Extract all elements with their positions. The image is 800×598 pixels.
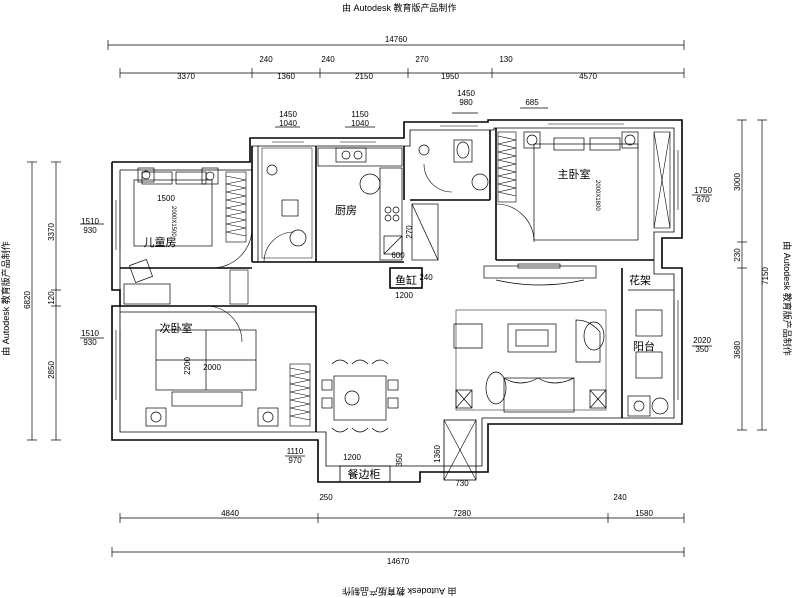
- dim-bot-seg-2: 7280: [453, 509, 471, 518]
- dim-kids-bed: 1500: [157, 194, 175, 203]
- dim-bot-gap-1: 250: [319, 493, 333, 502]
- dimension-lines: [27, 40, 767, 557]
- dim-right-inner-1: 3000: [733, 173, 742, 191]
- dim-1200-sideboard: 1200: [343, 453, 361, 462]
- watermark-top: 由 Autodesk 教育版产品制作: [342, 3, 457, 13]
- dim-top-gap-3: 270: [415, 55, 429, 64]
- dim-bot-gap-2: 240: [613, 493, 627, 502]
- dimension-text: 14760 3370 1360 2150 1950 4570 240 240 2…: [23, 35, 770, 566]
- dim-right-outer: 7150: [761, 267, 770, 285]
- room-kitchen-label: 厨房: [335, 204, 357, 217]
- dim-window-7-bottom: 670: [696, 195, 710, 204]
- dim-window-7-top: 1750: [694, 186, 712, 195]
- dim-window-9-bottom: 970: [288, 456, 302, 465]
- dim-240: 240: [419, 273, 433, 282]
- dim-window-6-bottom: 930: [83, 338, 97, 347]
- walls: [111, 119, 683, 483]
- dim-window-5-top: 1510: [81, 217, 99, 226]
- dim-window-3-bottom: 980: [459, 98, 473, 107]
- dim-1360: 1360: [433, 445, 442, 463]
- dim-top-seg-2: 1360: [277, 72, 295, 81]
- dim-600: 600: [391, 251, 405, 260]
- dim-window-2-top: 1150: [351, 110, 369, 119]
- wardrobes: [225, 131, 671, 427]
- dim-top-gap-4: 130: [499, 55, 513, 64]
- room-sideboard-label: 餐边柜: [348, 467, 381, 481]
- kids-bed-label: 2000X1500: [170, 206, 176, 237]
- furniture: [123, 131, 669, 433]
- dining-table: [333, 375, 387, 421]
- dim-top-seg-4: 1950: [441, 72, 459, 81]
- dim-bot-seg-1: 4840: [221, 509, 239, 518]
- dim-window-1-bottom: 1040: [279, 119, 297, 128]
- dim-270: 270: [405, 225, 414, 239]
- dim-window-1-top: 1450: [279, 110, 297, 119]
- dim-window-4: 685: [525, 98, 539, 107]
- doors: [205, 163, 535, 343]
- dim-window-8-bottom: 350: [695, 345, 709, 354]
- dim-second-bed-width: 2000: [203, 363, 221, 372]
- dim-right-inner-3: 3680: [733, 341, 742, 359]
- master-bed: [533, 143, 639, 241]
- dim-top-seg-3: 2150: [355, 72, 373, 81]
- dim-top-gap-1: 240: [259, 55, 273, 64]
- room-fish-tank-label: 鱼缸: [395, 273, 417, 287]
- dim-top-seg-1: 3370: [177, 72, 195, 81]
- dim-window-9-top: 1110: [287, 447, 304, 456]
- dim-window-5-bottom: 930: [83, 226, 97, 235]
- room-kids-label: 儿童房: [144, 235, 177, 249]
- dim-730: 730: [455, 479, 469, 488]
- dim-left-outer: 6820: [23, 291, 32, 309]
- windows: [111, 119, 683, 400]
- dim-second-bed-height: 2200: [183, 357, 192, 375]
- dim-left-inner-1: 3370: [47, 223, 56, 241]
- dim-left-inner-3: 2850: [47, 361, 56, 379]
- room-second-label: 次卧室: [160, 321, 193, 335]
- bed-labels: 2000X1500 2000X1800: [170, 180, 600, 237]
- dim-window-2-bottom: 1040: [351, 119, 369, 128]
- master-bed-label: 2000X1800: [594, 180, 600, 211]
- room-master-label: 主卧室: [558, 167, 591, 181]
- dim-bot-seg-3: 1580: [635, 509, 653, 518]
- room-flower-shelf-label: 花架: [629, 274, 651, 287]
- dim-1200-fish: 1200: [395, 291, 413, 300]
- dim-top-seg-5: 4570: [579, 72, 597, 81]
- kids-bed: [133, 179, 213, 247]
- room-balcony-label: 阳台: [633, 339, 655, 353]
- dim-top-gap-2: 240: [321, 55, 335, 64]
- room-labels: 儿童房 厨房 主卧室 次卧室 鱼缸 花架 阳台 餐边柜: [144, 167, 656, 481]
- dim-right-inner-2: 230: [733, 248, 742, 262]
- dim-350: 350: [395, 453, 404, 467]
- dim-window-3-top: 1450: [457, 89, 475, 98]
- dim-top-total: 14760: [385, 35, 408, 44]
- dim-window-6-top: 1510: [81, 329, 99, 338]
- dim-bot-total: 14670: [387, 557, 410, 566]
- dim-left-inner-2: 120: [47, 291, 56, 305]
- dim-window-8-top: 2020: [693, 336, 711, 345]
